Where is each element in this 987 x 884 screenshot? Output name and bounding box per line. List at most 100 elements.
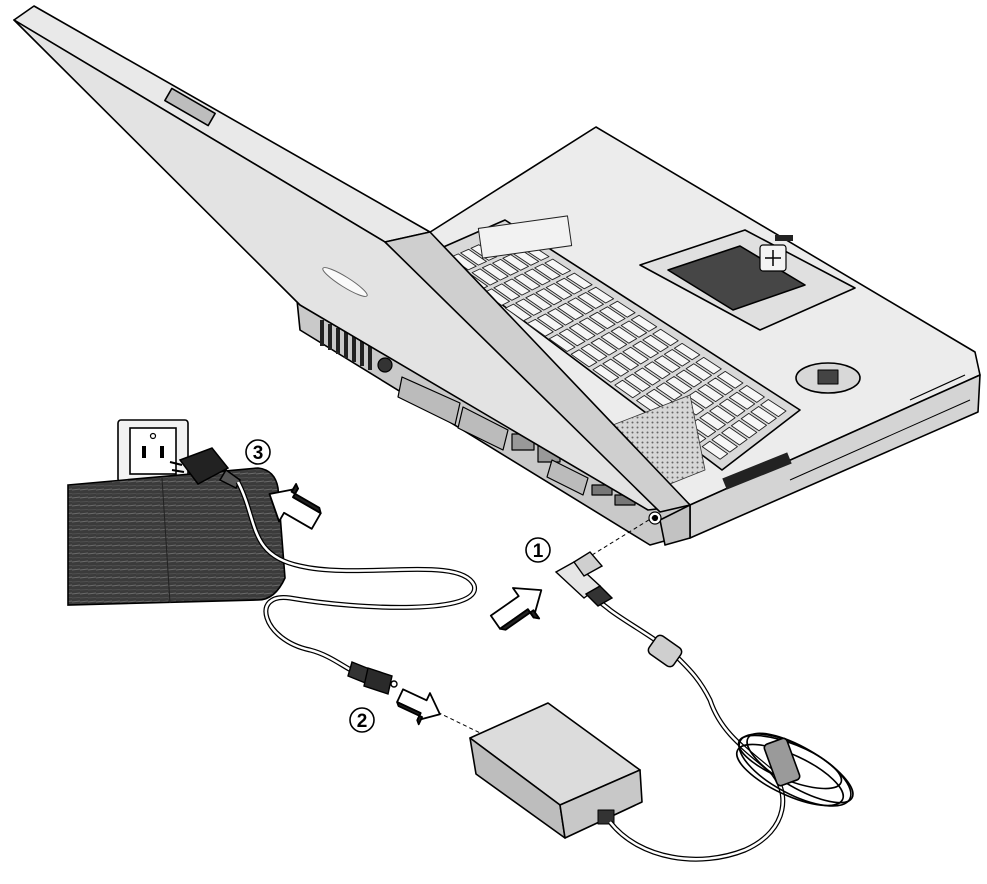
keyboard-key [642,334,669,353]
keyboard-key [717,370,744,389]
keyboard-key [695,356,722,375]
dc-connector [554,551,614,607]
keyboard-key [730,419,758,439]
keyboard-key [602,358,629,377]
keyboard-key [646,388,673,408]
keyboard-key [599,306,626,324]
guide-line-laptop [591,517,653,556]
touchpad [639,229,856,331]
keyboard-key [548,334,576,352]
keyboard-key [526,318,554,337]
keyboard-key [577,292,604,309]
dc-cable [583,588,786,862]
laptop [13,5,981,546]
keyboard-key [721,426,748,446]
keyboard-key [719,398,746,417]
cloverleaf-plug [347,661,398,695]
keyboard-key [673,342,701,361]
step-marker-1: 1 [525,537,551,563]
keyboard-key [524,268,551,286]
keyboard-key [535,288,563,306]
keyboard-key [503,278,531,296]
keyboard-key [589,311,616,330]
cable-coil [735,732,854,807]
keyboard-key [557,302,584,321]
power-adapter [469,702,643,839]
keyboard-key [632,340,659,359]
keyboard-key [525,293,553,311]
keyboard-key [481,263,509,281]
keyboard-key [580,343,608,362]
keyboard-key [614,379,641,399]
keyboard-key [505,303,532,322]
insert-arrow-2 [396,688,441,726]
step-marker-3: 3 [245,439,271,465]
keyboard-key [592,364,620,383]
keyboard-key [685,363,712,381]
step-label-2: 2 [357,711,368,732]
keyboard-key [675,369,703,388]
keyboard-key [537,313,564,332]
keyboard-key [665,376,693,394]
keyboard-key [568,323,596,341]
keyboard-key [738,385,765,403]
keyboard-key [612,352,639,371]
keyboard-key [578,317,606,335]
keyboard-key [663,349,691,367]
fingerprint-reader [795,362,861,394]
keyboard-key [600,332,628,350]
keyboard-key [644,361,671,380]
keyboard-key [471,268,499,286]
guide-line-adapter [399,693,506,746]
keyboard-key [513,273,541,291]
keyboard-key [609,300,636,318]
keyboard-key [697,384,724,403]
desk-edge [67,467,286,606]
keyboard-key [493,283,521,301]
wall-plug [169,447,241,490]
keyboard-key [544,258,571,276]
keyboard [431,215,801,471]
keyboard-key [655,382,683,401]
insert-arrow-1 [489,587,543,631]
keyboard-key [760,399,787,418]
keyboard-key [654,355,681,373]
keyboard-key [502,254,529,271]
keyboard-key [620,320,648,338]
insert-arrow-3 [268,483,322,530]
keyboard-key [610,326,638,344]
keyboard-key [728,391,756,410]
keyboard-key [624,373,651,392]
keyboard-key [590,337,618,356]
ferrite-bead [647,634,683,668]
wall-outlet [117,419,189,483]
keyboard-key [515,298,542,316]
step-label-1: 1 [533,541,544,562]
step-marker-2: 2 [349,707,375,733]
keyboard-key [555,277,583,295]
keyboard-key [558,328,586,347]
keyboard-key [634,367,661,386]
keyboard-key [570,349,598,368]
keyboard-key [460,248,487,266]
keyboard-key [701,440,729,460]
keyboard-key [750,406,777,425]
keyboard-key [711,433,738,453]
keyboard-key [545,283,573,300]
keyboard-key [652,328,679,347]
keyboard-key [687,390,714,409]
step-label-3: 3 [253,443,264,464]
keyboard-key [740,412,767,432]
keyboard-key [707,377,734,396]
keyboard-key [547,308,574,326]
keyboard-key [566,272,593,290]
keyboard-key [587,286,615,304]
keyboard-key [630,314,658,332]
keyboard-key [534,263,561,281]
keyboard-key [709,405,736,424]
keyboard-key [492,258,519,276]
keyboard-key [699,412,726,431]
keyboard-key [567,297,594,315]
